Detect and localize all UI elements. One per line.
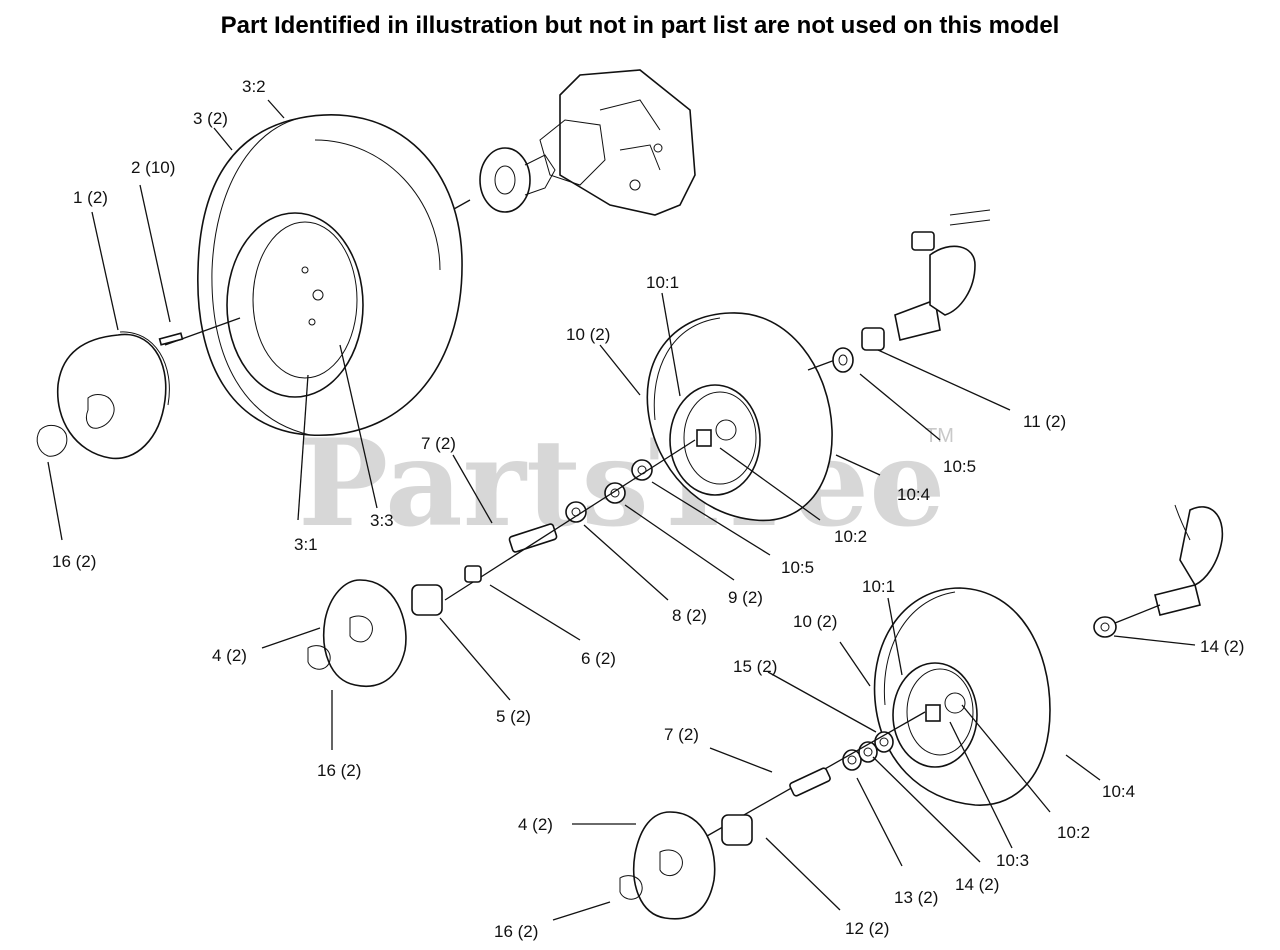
rear-hubcap-1 xyxy=(56,331,170,460)
washer-13 xyxy=(842,749,862,771)
washer-15-hole xyxy=(879,737,889,747)
front-wheel-10-upper xyxy=(646,312,833,522)
callout-10-4-upper: 10:4 xyxy=(897,485,930,504)
washer-8 xyxy=(565,501,587,523)
callout-11: 11 (2) xyxy=(1023,412,1066,431)
callout-2: 2 (10) xyxy=(131,158,175,177)
callout-13: 13 (2) xyxy=(894,888,938,907)
callout-15: 15 (2) xyxy=(733,657,777,676)
callout-16-lower: 16 (2) xyxy=(494,922,538,941)
rear-tire-wheel-3 xyxy=(197,114,463,436)
washer-10-5-lower xyxy=(631,459,653,481)
callout-10-lower: 10 (2) xyxy=(793,612,837,631)
callout-16-rear: 16 (2) xyxy=(52,552,96,571)
front-spacer-7-upper xyxy=(508,523,558,553)
washer-14-right xyxy=(1093,616,1117,638)
callout-10-3: 10:3 xyxy=(996,851,1029,870)
bushing-11 xyxy=(861,327,885,351)
washer-10-5-upper-hole xyxy=(838,354,848,366)
front-axle-center-line xyxy=(444,439,696,601)
spindle-lower xyxy=(1154,504,1224,616)
watermark-trademark: TM xyxy=(925,425,954,447)
washer-14-lower-hole xyxy=(863,747,873,757)
callout-6: 6 (2) xyxy=(581,649,616,668)
callout-10-5-upper: 10:5 xyxy=(943,457,976,476)
decal-16-center xyxy=(307,615,373,670)
callout-3: 3 (2) xyxy=(193,109,228,128)
callout-labels: 3:2 3 (2) 2 (10) 1 (2) 16 (2) 3:1 3:3 10… xyxy=(52,77,1244,941)
washer-13-hole xyxy=(847,755,857,765)
diagram-title: Part Identified in illustration but not … xyxy=(220,12,1060,39)
callout-4-upper: 4 (2) xyxy=(212,646,247,665)
callout-12: 12 (2) xyxy=(845,919,889,938)
callout-5: 5 (2) xyxy=(496,707,531,726)
callout-7-lower: 7 (2) xyxy=(664,725,699,744)
lug-bolt-2 xyxy=(158,332,184,346)
front-wheel-10-lower xyxy=(873,587,1051,806)
hubcap-4-upper xyxy=(323,579,407,687)
callout-10-1-lower: 10:1 xyxy=(862,577,895,596)
callout-16-center: 16 (2) xyxy=(317,761,361,780)
front-spacer-7-lower xyxy=(789,767,831,797)
washer-15 xyxy=(874,731,894,753)
callout-1: 1 (2) xyxy=(73,188,108,207)
decal-16-lower xyxy=(619,849,683,900)
decal-16-rear xyxy=(36,394,115,457)
callout-3-3: 3:3 xyxy=(370,511,394,530)
callout-3-2: 3:2 xyxy=(242,77,266,96)
callout-10-5-lower: 10:5 xyxy=(781,558,814,577)
rear-axle-housing xyxy=(539,69,696,216)
spindle-upper xyxy=(894,209,991,341)
wheel-hub-flange xyxy=(479,147,556,213)
nut-6 xyxy=(464,565,482,583)
callout-10-2-upper: 10:2 xyxy=(834,527,867,546)
callout-3-1: 3:1 xyxy=(294,535,318,554)
front-axle-upper-line xyxy=(807,359,836,371)
callout-10-upper: 10 (2) xyxy=(566,325,610,344)
watermark-text: PartsTree xyxy=(298,413,945,554)
callout-9: 9 (2) xyxy=(728,588,763,607)
callout-4-lower: 4 (2) xyxy=(518,815,553,834)
cap-5 xyxy=(411,584,443,616)
washer-10-5-upper xyxy=(832,347,854,373)
spindle-lower-axis xyxy=(1109,604,1161,626)
leader-lines xyxy=(47,99,1196,921)
callout-8: 8 (2) xyxy=(672,606,707,625)
callout-7-upper: 7 (2) xyxy=(421,434,456,453)
cap-12 xyxy=(721,814,753,846)
callout-10-1-upper: 10:1 xyxy=(646,273,679,292)
callout-10-4-lower: 10:4 xyxy=(1102,782,1135,801)
callout-14-right: 14 (2) xyxy=(1200,637,1244,656)
washer-14-right-hole xyxy=(1100,622,1110,632)
hubcap-4-lower xyxy=(633,811,716,920)
callout-10-2-lower: 10:2 xyxy=(1057,823,1090,842)
callout-14-lower: 14 (2) xyxy=(955,875,999,894)
